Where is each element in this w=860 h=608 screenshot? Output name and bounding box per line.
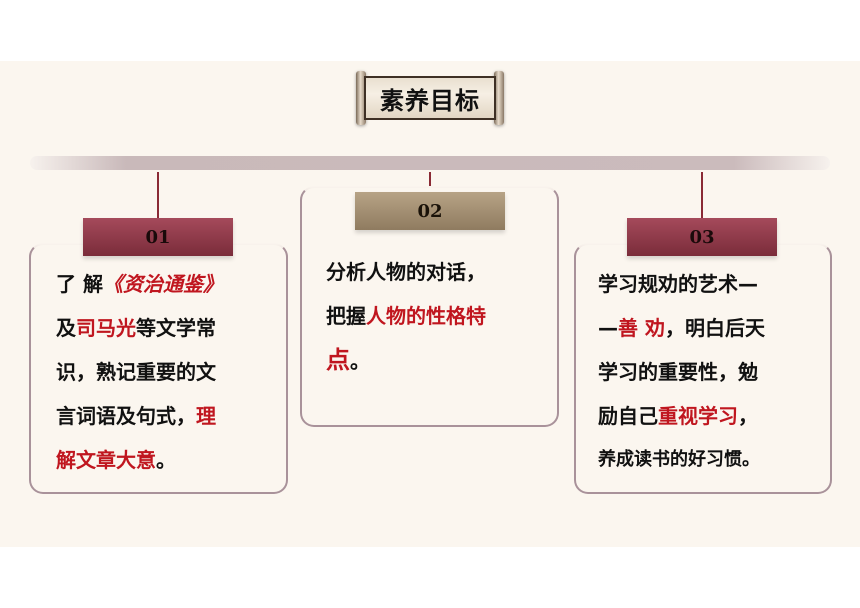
goal-line: 点。 — [326, 338, 486, 383]
page-title: 素养目标 — [364, 76, 496, 120]
goal-line: 养成读书的好习惯。 — [598, 438, 765, 482]
text-run: 养成读书的好习惯。 — [598, 449, 760, 470]
goal-line: 分析人物的对话， — [326, 250, 486, 294]
highlight-run: 司马光 — [76, 316, 136, 340]
goal-line: 及司马光等文学常 — [56, 306, 223, 350]
goal-line: 把握人物的性格特 — [326, 294, 486, 338]
goal-line: 学习的重要性，勉 — [598, 350, 765, 394]
highlight-run: 《资治通鉴》 — [102, 272, 223, 296]
goal-number: 03 — [689, 226, 715, 248]
title-scroll: 素养目标 — [356, 71, 504, 125]
goal-text-02: 分析人物的对话， 把握人物的性格特 点。 — [326, 250, 486, 383]
goal-number-badge-02: 02 — [355, 192, 505, 230]
goal-number: 02 — [417, 200, 443, 222]
connector-line-03 — [701, 172, 703, 218]
goal-line: —善 劝，明白后天 — [598, 306, 765, 350]
connector-line-01 — [157, 172, 159, 218]
goal-card-01 — [29, 243, 288, 494]
scroll-roll-left — [356, 71, 366, 125]
goal-text-03: 学习规劝的艺术— —善 劝，明白后天 学习的重要性，勉 励自己重视学习， 养成读… — [598, 262, 765, 482]
highlight-run: 点 — [326, 346, 350, 374]
highlight-run: 人物的性格特 — [366, 304, 486, 328]
text-run: 识，熟记重要的文 — [56, 360, 216, 384]
text-run: 把握 — [326, 304, 366, 328]
highlight-run: 解文章大意 — [56, 448, 156, 472]
text-run: 。 — [156, 448, 176, 472]
scroll-roll-right — [494, 71, 504, 125]
goal-text-01: 了 解《资治通鉴》 及司马光等文学常 识，熟记重要的文 言词语及句式，理 解文章… — [56, 262, 223, 482]
text-run: ，明白后天 — [664, 316, 765, 340]
card-border-fade — [300, 186, 559, 226]
goal-line: 识，熟记重要的文 — [56, 350, 223, 394]
text-run: — — [598, 316, 618, 340]
connector-bar — [30, 156, 830, 170]
highlight-run: 理 — [196, 404, 216, 428]
goal-line: 解文章大意。 — [56, 438, 223, 482]
text-run: 励自己 — [598, 404, 658, 428]
goal-line: 言词语及句式，理 — [56, 394, 223, 438]
goal-line: 学习规劝的艺术— — [598, 262, 765, 306]
text-run: 学习的重要性，勉 — [598, 360, 758, 384]
goal-number-badge-01: 01 — [83, 218, 233, 256]
text-run: 了 解 — [56, 272, 103, 296]
highlight-run: 重视学习 — [658, 404, 738, 428]
text-run: 言词语及句式， — [56, 404, 196, 428]
text-run: 等文学常 — [136, 316, 216, 340]
text-run: 分析人物的对话， — [326, 260, 486, 284]
text-run: ， — [738, 404, 758, 428]
goal-line: 励自己重视学习， — [598, 394, 765, 438]
goal-number-badge-03: 03 — [627, 218, 777, 256]
goal-card-03 — [574, 243, 832, 494]
text-run: 。 — [350, 349, 370, 373]
goal-line: 了 解《资治通鉴》 — [56, 262, 223, 306]
connector-line-02 — [429, 172, 431, 192]
highlight-run: 善 劝 — [618, 316, 665, 340]
goal-number: 01 — [145, 226, 171, 248]
text-run: 及 — [56, 316, 76, 340]
text-run: 学习规劝的艺术— — [598, 272, 758, 296]
